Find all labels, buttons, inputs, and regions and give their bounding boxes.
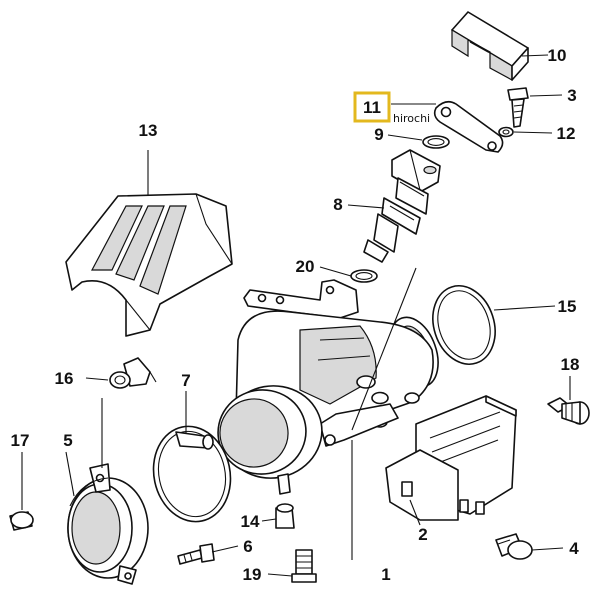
part-11-bracket-plate [433,100,504,153]
callout-13: 13 [139,121,158,140]
callout-1: 1 [381,565,390,584]
callout-4: 4 [569,539,579,558]
callout-5: 5 [63,431,72,450]
part-16-sensor [109,357,157,389]
part-17-bolt [9,511,34,531]
callout-11: 11 [363,98,381,117]
callout-7: 7 [181,371,190,390]
part-19-bolt [291,549,317,583]
part-13-intake-cover [65,193,233,337]
callout-17: 17 [11,431,30,450]
watermark-text: hirochi [393,112,430,125]
callout-9: 9 [374,125,383,144]
part-15-gasket [432,285,496,365]
callout-19: 19 [243,565,262,584]
callout-numbers: 10 3 11 12 9 13 8 20 15 18 16 7 17 5 14 … [11,46,580,584]
callout-11-highlight-box [353,91,391,123]
part-4-flange-bolt [495,533,533,560]
part-3-screw [507,87,529,128]
callout-15: 15 [558,297,577,316]
callout-2: 2 [418,525,427,544]
part-2-control-unit [385,395,517,521]
part-7-hose-clamp [152,425,232,523]
part-8-idle-actuator [363,149,441,263]
part-20-o-ring [350,269,378,283]
callout-8: 8 [333,195,342,214]
part-18-adjust-screw [547,397,590,425]
callout-10: 10 [548,46,567,65]
callout-6: 6 [243,537,252,556]
part-6-screw [177,543,215,565]
part-5-rubber-boot [67,463,149,585]
part-14-nut [275,503,295,529]
callout-3: 3 [567,86,576,105]
callout-20: 20 [296,257,315,276]
callout-18: 18 [561,355,580,374]
part-12-washer [498,126,514,138]
part-10-connector-plug [451,11,529,82]
part-9-o-ring [422,135,450,149]
callout-14: 14 [241,512,260,531]
callout-16: 16 [55,369,74,388]
part-1-throttle-body [217,279,439,495]
leader-lines [21,54,571,577]
callout-12: 12 [557,124,576,143]
